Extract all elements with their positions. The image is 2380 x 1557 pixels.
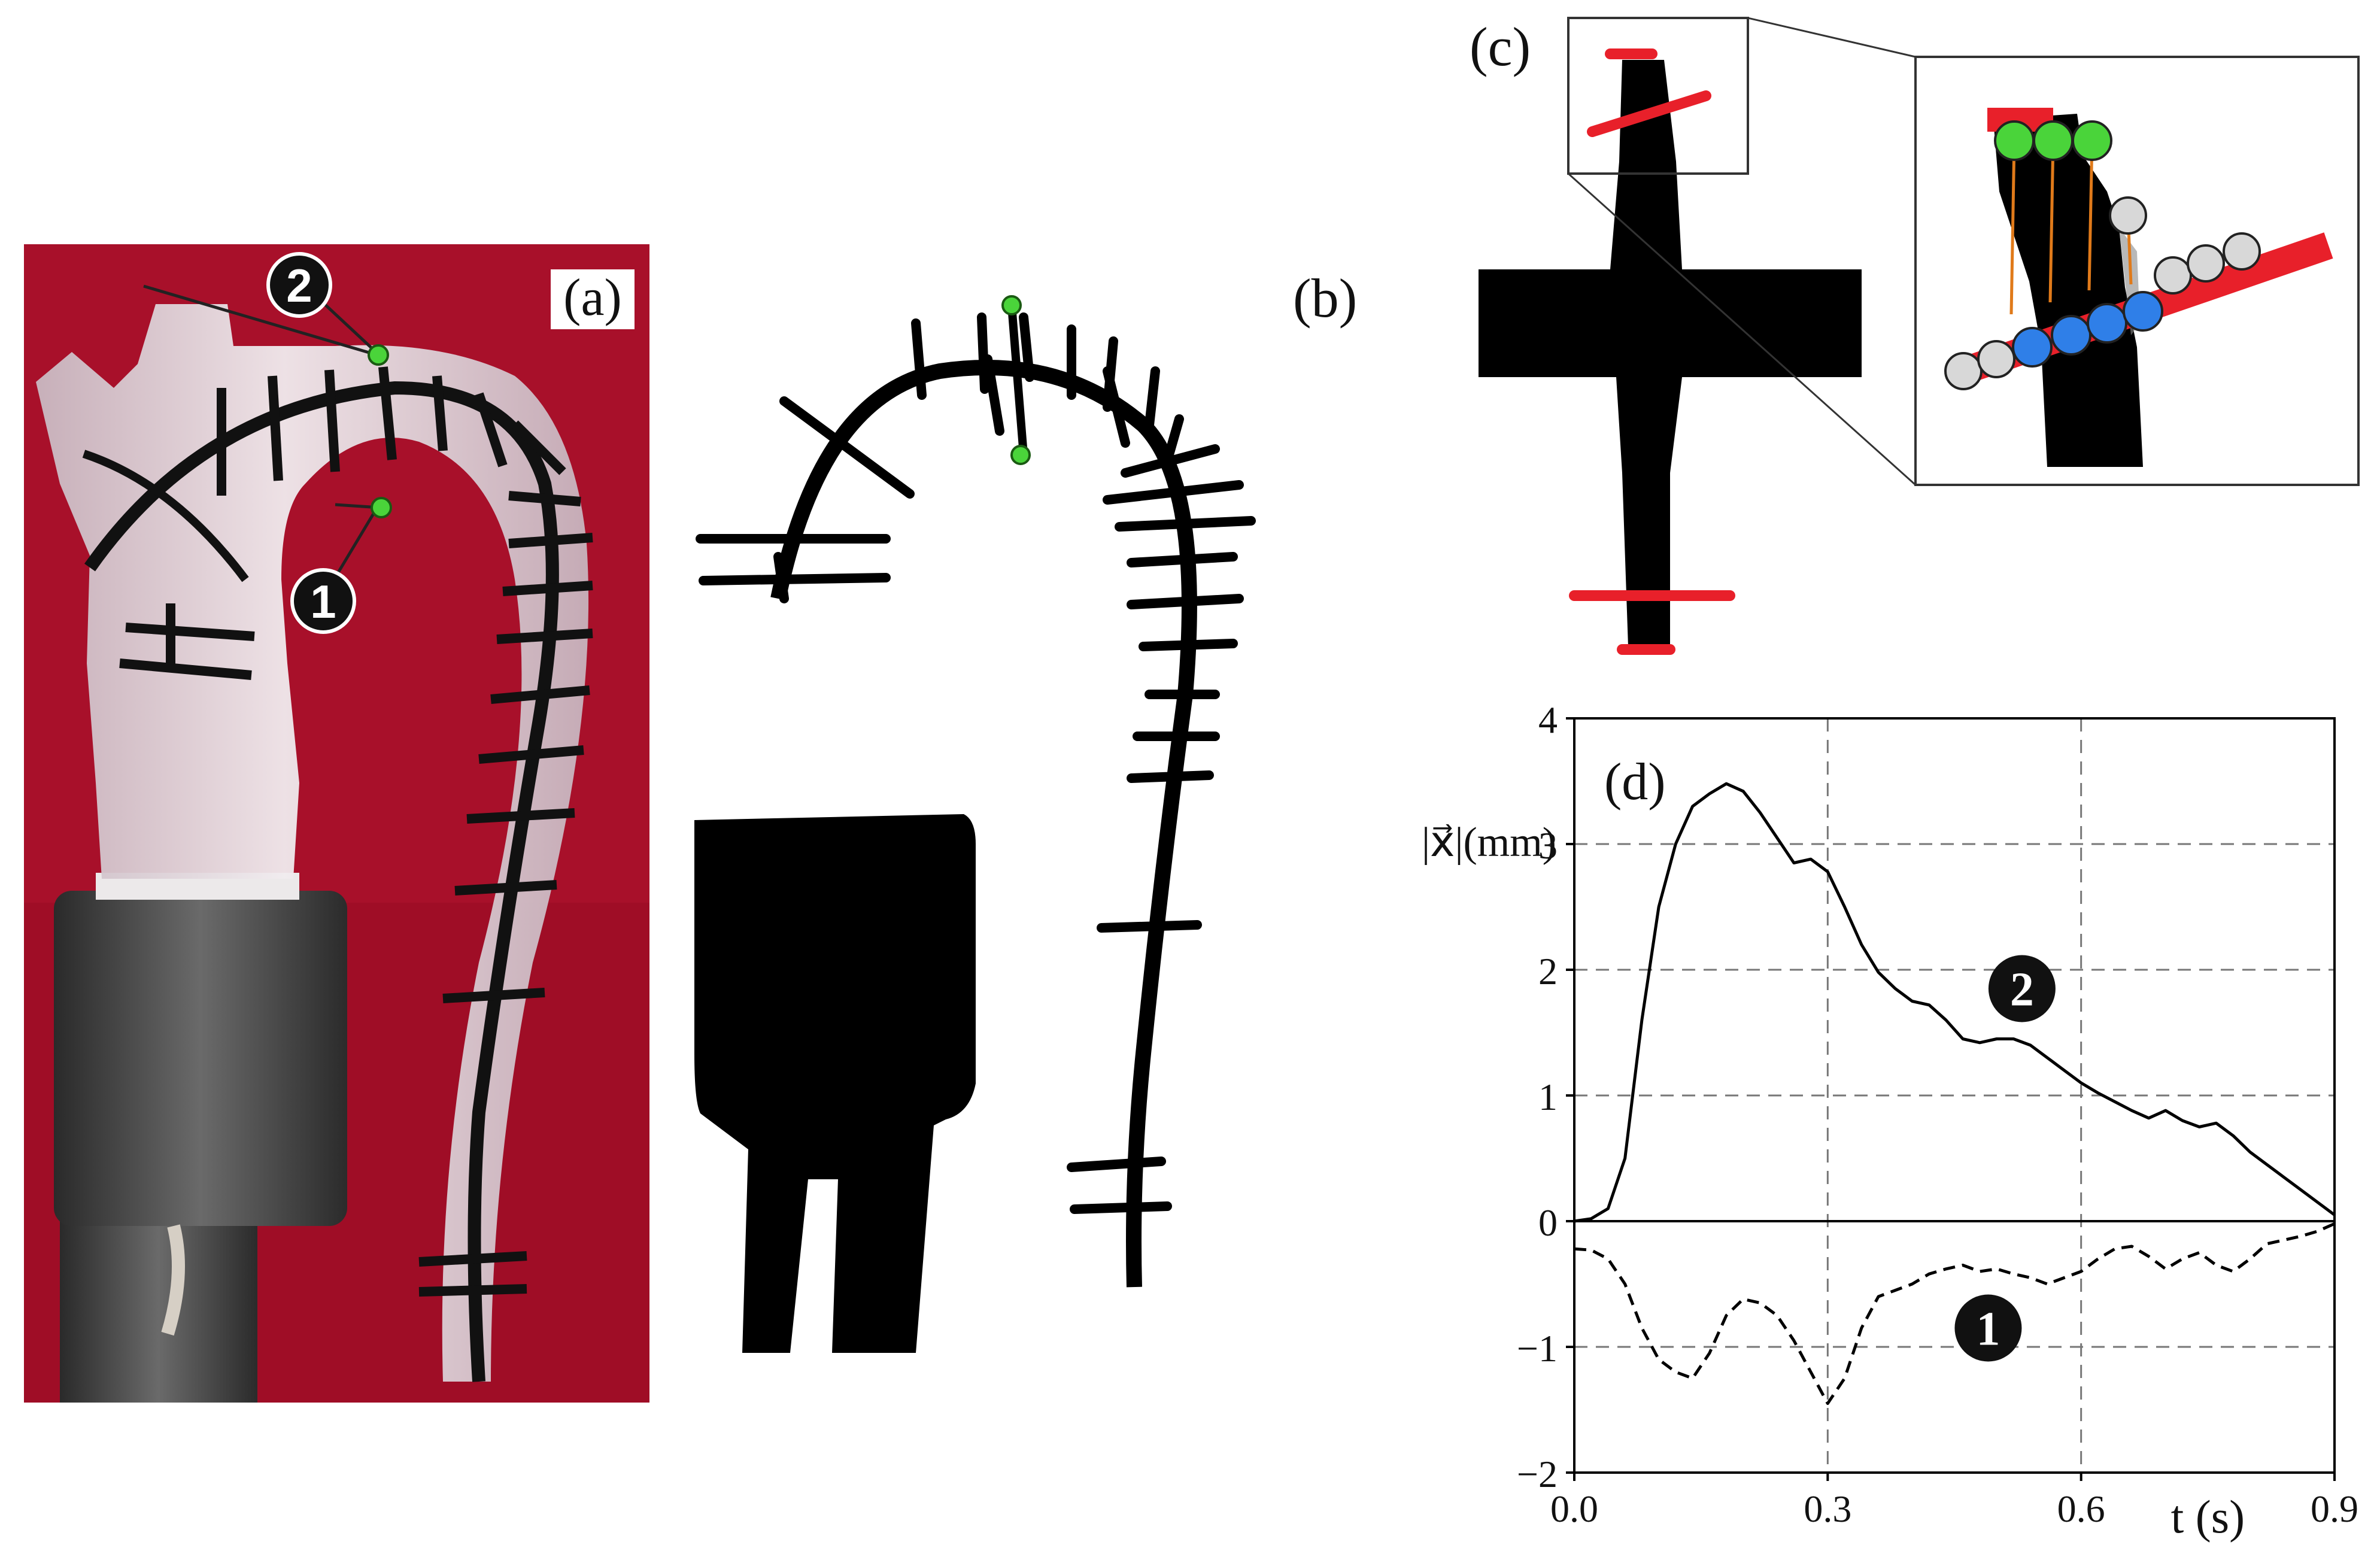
marker-2-badge <box>266 252 332 318</box>
y-tick-label: 1 <box>1538 1076 1558 1118</box>
panel-b: (b) <box>688 275 1287 1353</box>
gray-points <box>1944 196 2261 390</box>
green-points <box>1994 120 2112 161</box>
phantom-photo: 2 1 (a) <box>24 244 649 1403</box>
panel-d-label: (d) <box>1604 753 1666 811</box>
marker-2-number: 2 <box>286 259 312 312</box>
y-tick-label: 3 <box>1538 824 1558 867</box>
x-tick-label: 0.0 <box>1550 1488 1598 1530</box>
series-line-2 <box>1574 782 2336 1223</box>
mask-point-2 <box>1001 295 1022 315</box>
y-tick-label: −2 <box>1517 1453 1558 1495</box>
zoom-vessel <box>1993 114 2143 467</box>
series-line-1 <box>1574 1222 2336 1405</box>
x-tick-label: 0.6 <box>2057 1488 2105 1530</box>
aortic-phantom <box>36 304 589 1382</box>
y-tick-label: −1 <box>1517 1327 1558 1370</box>
x-axis-label: t (s) <box>2171 1491 2245 1543</box>
connector-silhouette <box>694 814 976 1353</box>
x-tick-label: 0.3 <box>1804 1488 1851 1530</box>
zoom-source-box <box>1567 17 1749 175</box>
panel-a-label-box <box>551 269 635 329</box>
panel-a: 2 1 (a) <box>24 244 649 1403</box>
tracked-point-1 <box>371 497 392 518</box>
y-tick-label: 0 <box>1538 1201 1558 1244</box>
displacement-chart: −2 −1 0 1 2 3 4 0.0 0.3 0.6 0.9 t (s) |x⃗|(mm) (d) 2 1 <box>1422 699 2358 1543</box>
mask-point-1 <box>1010 445 1031 465</box>
series-badge-1 <box>1954 1294 2022 1362</box>
panel-c <box>1473 12 2370 670</box>
connector-collar <box>54 891 347 1226</box>
y-tick-label: 2 <box>1538 950 1558 993</box>
cross-mask <box>1479 17 2360 655</box>
tracked-point-2 <box>368 344 389 366</box>
series-badge-number-2: 2 <box>2010 964 2034 1016</box>
series-badge-number-1: 1 <box>1976 1303 2000 1356</box>
segmentation-mask <box>694 295 1256 1353</box>
panel-a-label: (a) <box>563 269 622 327</box>
marker-1-number: 1 <box>310 575 336 628</box>
x-tick-label: 0.9 <box>2311 1488 2358 1530</box>
panel-d: −2 −1 0 1 2 3 4 0.0 0.3 0.6 0.9 t (s) |x⃗|(mm) (d) 2 1 <box>1377 699 2370 1550</box>
cross-shape <box>1479 60 1862 647</box>
y-tick-label: 4 <box>1538 700 1558 741</box>
marker-1-badge <box>290 568 356 634</box>
arch-skeleton <box>770 360 1197 1288</box>
y-axis-label: |x⃗|(mm) <box>1422 820 1556 866</box>
series-badge-2 <box>1988 955 2056 1022</box>
centerline-stripe <box>84 381 559 1382</box>
panel-c-label: (c) <box>1470 16 1531 77</box>
blue-points <box>2012 291 2163 368</box>
panel-b-label-display: (b) <box>1293 268 1358 329</box>
